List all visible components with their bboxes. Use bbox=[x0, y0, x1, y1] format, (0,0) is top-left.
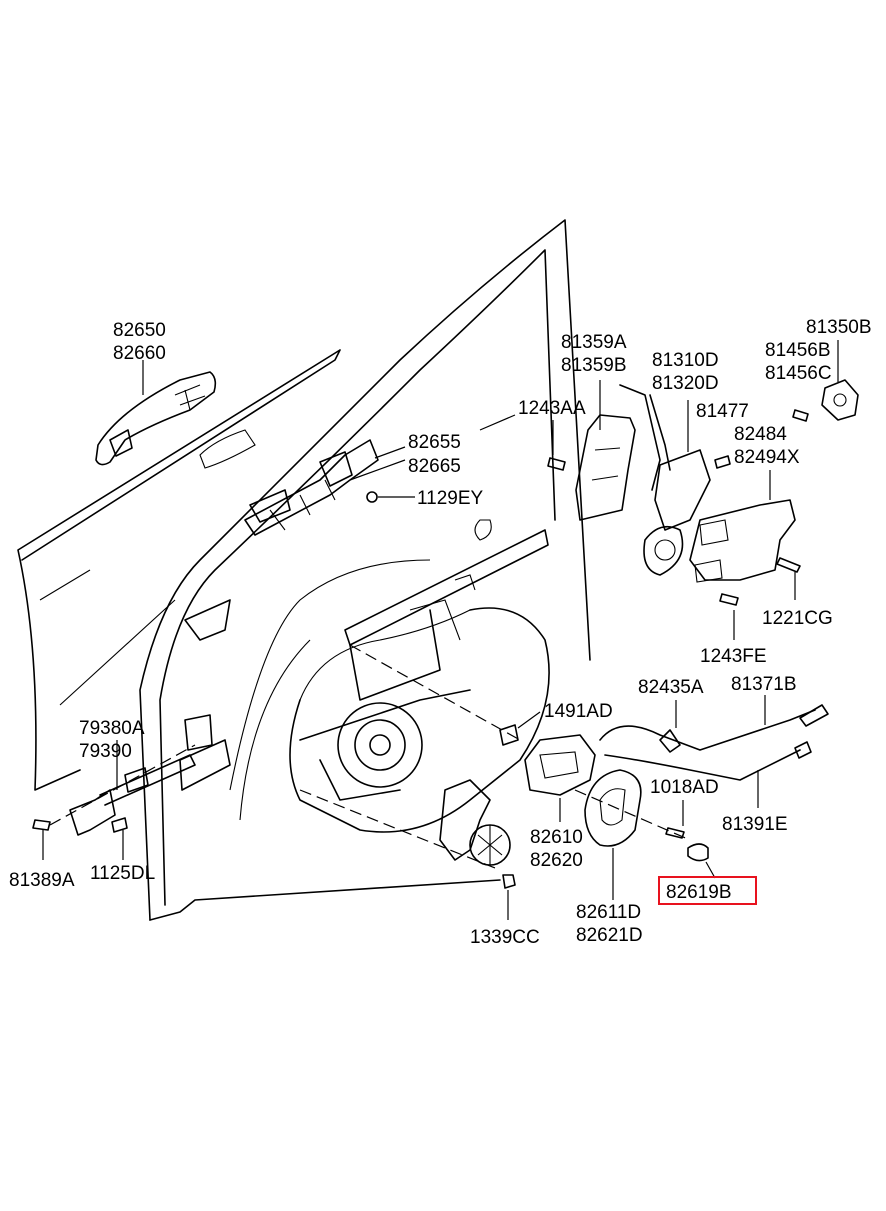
label-1125DL: 1125DL bbox=[90, 863, 155, 884]
window-motor bbox=[299, 779, 511, 871]
label-82494X: 82494X bbox=[734, 447, 800, 468]
inside-handle bbox=[349, 644, 596, 822]
label-82484: 82484 bbox=[734, 424, 787, 445]
clip-1491AD bbox=[499, 711, 541, 746]
label-81359A: 81359A bbox=[561, 332, 627, 353]
lead-1243AA bbox=[479, 414, 516, 431]
highlight-box-82619B bbox=[658, 876, 757, 905]
label-82620: 82620 bbox=[530, 850, 583, 871]
bolt-81389A bbox=[32, 819, 51, 860]
latch-actuator bbox=[619, 384, 711, 576]
label-1243FE: 1243FE bbox=[700, 646, 767, 667]
label-1018AD: 1018AD bbox=[650, 777, 719, 798]
label-81477: 81477 bbox=[696, 401, 749, 422]
label-81391E: 81391E bbox=[722, 814, 788, 835]
label-79380A: 79380A bbox=[79, 718, 145, 739]
label-81310D: 81310D bbox=[652, 350, 719, 371]
label-81359B: 81359B bbox=[561, 355, 627, 376]
part-labels: 82650 82660 82655 82665 1129EY 1243AA 81… bbox=[9, 317, 872, 948]
label-82611D: 82611D bbox=[576, 902, 641, 923]
label-82435A: 82435A bbox=[638, 677, 704, 698]
label-81389A: 81389A bbox=[9, 870, 75, 891]
screw-1243FE bbox=[719, 593, 739, 640]
label-82660: 82660 bbox=[113, 343, 166, 364]
label-1243AA: 1243AA bbox=[518, 398, 586, 419]
label-81456B: 81456B bbox=[765, 340, 831, 361]
label-81320D: 81320D bbox=[652, 373, 719, 394]
latch-shield bbox=[575, 380, 636, 521]
label-1129EY: 1129EY bbox=[417, 488, 484, 509]
screw-81477 bbox=[714, 455, 731, 469]
control-cables bbox=[599, 695, 829, 808]
label-1339CC: 1339CC bbox=[470, 927, 540, 948]
checker-dash-line bbox=[49, 744, 196, 826]
striker bbox=[821, 340, 859, 421]
label-81456C: 81456C bbox=[765, 363, 832, 384]
bolt-1243AA bbox=[547, 420, 566, 471]
door-outer-panel bbox=[17, 219, 591, 921]
screw-1129EY bbox=[366, 491, 415, 503]
cap-82619B bbox=[687, 843, 716, 879]
outside-handle bbox=[95, 360, 217, 466]
screw-1018AD bbox=[665, 800, 685, 839]
door-checker bbox=[69, 740, 196, 836]
label-81350B: 81350B bbox=[806, 317, 872, 338]
label-82610: 82610 bbox=[530, 827, 583, 848]
window-regulator bbox=[299, 529, 549, 801]
screw-1221CG bbox=[776, 557, 801, 600]
label-82621D: 82621D bbox=[576, 925, 643, 946]
bolt-81456B bbox=[792, 409, 809, 422]
label-1221CG: 1221CG bbox=[762, 608, 833, 629]
handle-bezel bbox=[574, 769, 691, 900]
label-82655: 82655 bbox=[408, 432, 461, 453]
handle-base bbox=[244, 439, 406, 536]
nut-1339CC bbox=[502, 874, 516, 920]
label-82619B[interactable]: 82619B bbox=[666, 882, 732, 903]
label-82665: 82665 bbox=[408, 456, 461, 477]
label-79390: 79390 bbox=[79, 741, 132, 762]
lead-82665 bbox=[349, 459, 406, 481]
label-81371B: 81371B bbox=[731, 674, 797, 695]
label-1491AD: 1491AD bbox=[544, 701, 613, 722]
latch-cover bbox=[689, 470, 796, 583]
bolt-1125DL bbox=[111, 817, 128, 860]
label-82650: 82650 bbox=[113, 320, 166, 341]
